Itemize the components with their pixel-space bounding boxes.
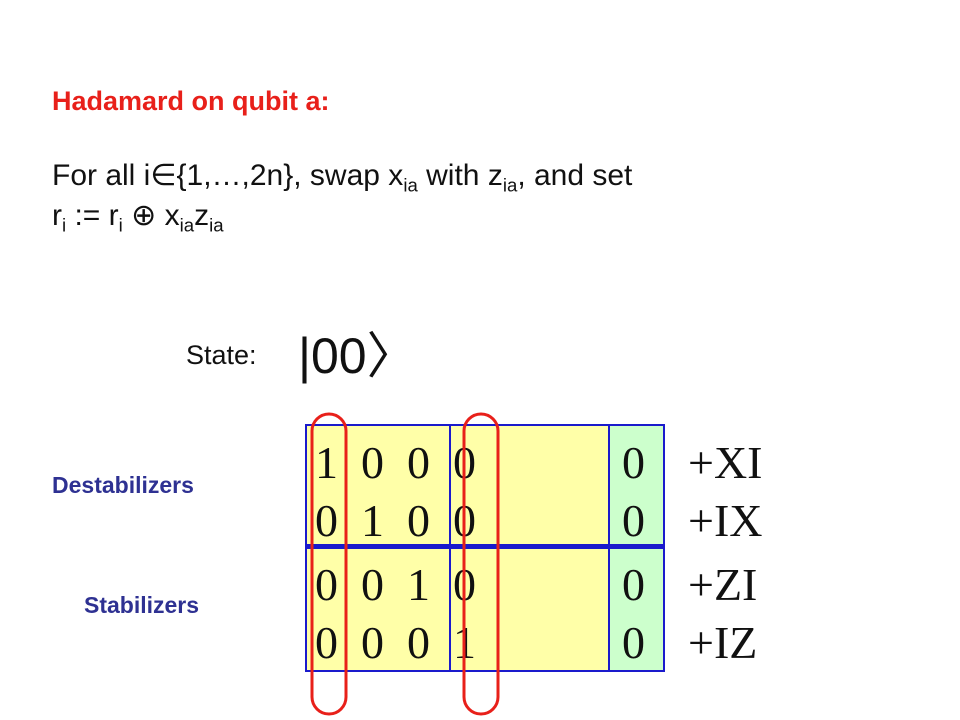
state-row: State: |00〉 (186, 322, 606, 402)
tableau-row-bits: 0 1 0 0 (315, 495, 476, 546)
column-a-z-highlight (462, 412, 500, 716)
tableau-row-bits: 0 0 0 1 (315, 617, 476, 668)
rule-description: For all i∈{1,…,2n}, swap xia with zia, a… (52, 156, 632, 235)
phase-bit: 0 (622, 437, 645, 488)
pauli-string: +XI (688, 437, 763, 488)
phase-bit: 0 (622, 495, 645, 546)
tableau-matrix: 1 0 0 0 0 1 0 0 0 0 1 0 0 0 0 1 0 0 0 0 (305, 424, 665, 672)
rule-line-2: ri := ri ⊕ xiazia (52, 198, 224, 236)
state-label: State: (186, 340, 257, 370)
slide-title: Hadamard on qubit a: (52, 86, 330, 116)
pauli-string: +ZI (688, 559, 758, 610)
stabilizers-label: Stabilizers (84, 592, 200, 618)
pauli-string: +IZ (688, 617, 758, 668)
destabilizers-label: Destabilizers (52, 472, 194, 498)
xor-symbol: ⊕ (122, 198, 165, 232)
rule-line-1: For all i∈{1,…,2n}, swap xia with zia, a… (52, 159, 633, 196)
phase-bit: 0 (622, 617, 645, 668)
state-ket: |00〉 (298, 328, 417, 384)
destab-stab-divider (305, 544, 665, 549)
pauli-string: +IX (688, 495, 763, 546)
phase-bit: 0 (622, 559, 645, 610)
element-of-symbol: ∈ (150, 159, 177, 192)
column-a-x-highlight (310, 412, 348, 716)
tableau-frame (305, 424, 665, 672)
